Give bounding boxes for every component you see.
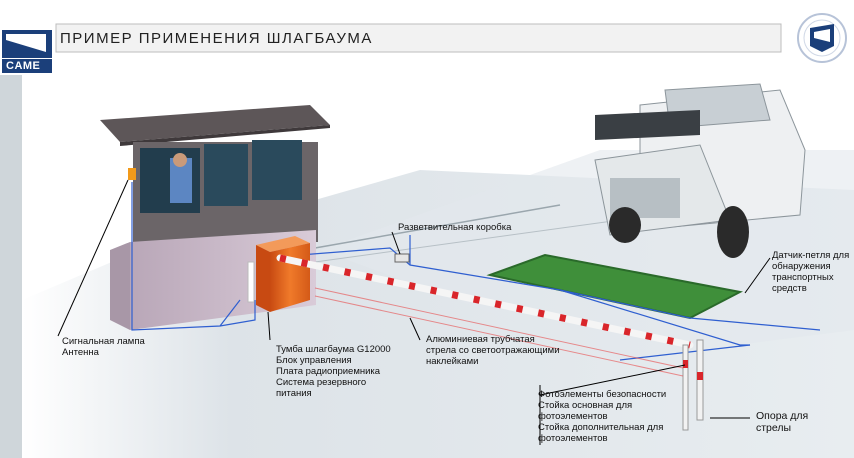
label-junction-box: Разветвительная коробка (398, 222, 511, 233)
label-line: Стойка основная для (538, 400, 633, 411)
label-line: питания (276, 388, 312, 399)
label-boom: Алюминиевая трубчатая стрела со светоотр… (426, 334, 560, 367)
label-line: транспортных (772, 272, 834, 283)
shield-emblem-icon (797, 13, 847, 63)
callout-lines (57, 179, 771, 445)
page-title: ПРИМЕР ПРИМЕНЕНИЯ ШЛАГБАУМА (60, 30, 373, 47)
signal-lamp-icon (128, 168, 136, 180)
guard-booth (100, 105, 330, 330)
label-line: Плата радиоприемника (276, 366, 381, 377)
barrier-cabinet (247, 236, 310, 312)
label-loop-detector: Датчик-петля для обнаружения транспортны… (772, 250, 849, 294)
logo-text: CAME (6, 60, 41, 72)
label-boom-support: Опора для стрелы (756, 410, 808, 434)
header-band (55, 23, 782, 53)
label-line: наклейками (426, 356, 479, 367)
label-line: стрелы (756, 422, 792, 434)
label-line: Тумба шлагбаума G12000 (276, 344, 391, 355)
label-line: обнаружения (772, 261, 831, 272)
label-line: фотоэлементов (538, 433, 608, 444)
label-line: Разветвительная коробка (398, 222, 512, 233)
truck-illustration (594, 83, 806, 258)
came-logo-icon (2, 30, 52, 73)
label-line: стрела со светоотражающими (426, 345, 560, 356)
junction-box-icon (394, 253, 410, 263)
left-strip (0, 75, 22, 458)
label-line: Антенна (62, 347, 99, 358)
barrier-boom (276, 254, 694, 349)
label-line: Блок управления (276, 355, 352, 366)
label-line: Фотоэлементы безопасности (538, 389, 667, 400)
label-line: Сигнальная лампа (62, 336, 145, 347)
label-line: Стойка дополнительная для (538, 422, 664, 433)
label-signal-lamp: Сигнальная лампа Антенна (62, 336, 145, 358)
label-line: Система резервного (276, 377, 367, 388)
label-line: фотоэлементов (538, 411, 608, 422)
label-cabinet: Тумба шлагбаума G12000 Блок управления П… (276, 344, 391, 399)
label-line: Датчик-петля для (772, 250, 850, 261)
photocell-posts (314, 287, 704, 431)
wiring (131, 182, 821, 361)
label-line: средств (772, 283, 807, 294)
label-line: Опора для (756, 410, 809, 422)
label-photocells: Фотоэлементы безопасности Стойка основна… (538, 389, 666, 444)
label-line: Алюминиевая трубчатая (426, 334, 535, 345)
